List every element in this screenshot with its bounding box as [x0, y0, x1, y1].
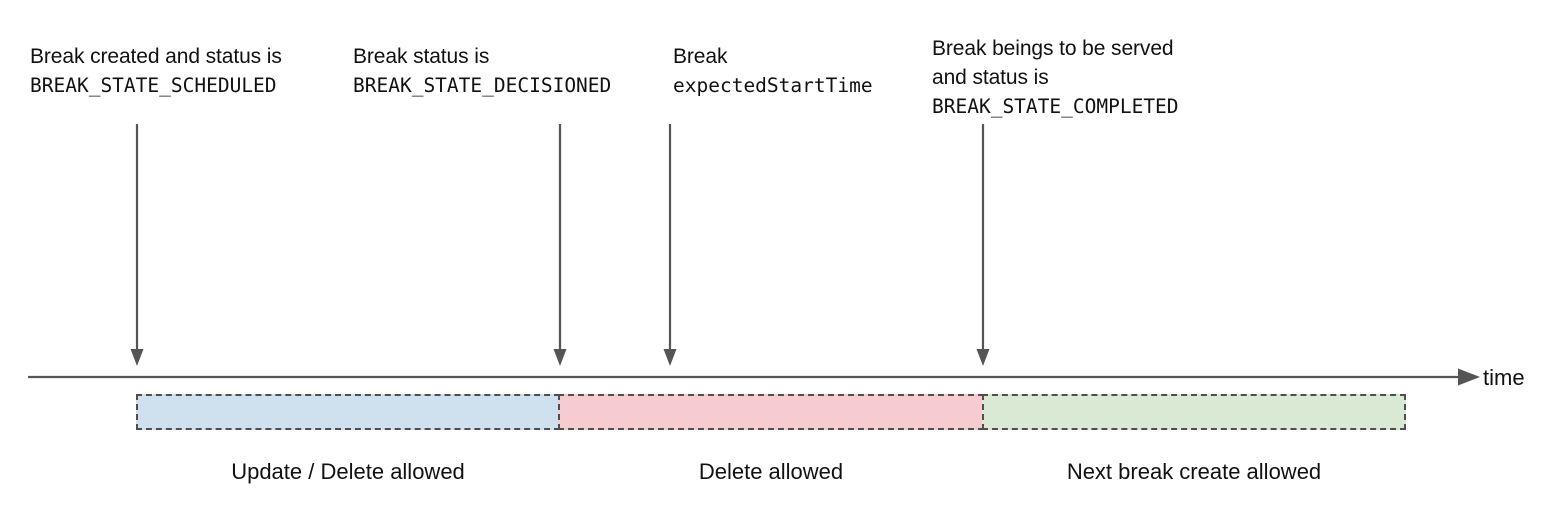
phase-caption-update-delete-allowed: Update / Delete allowed: [231, 459, 465, 484]
annotation-break-completed: Break beings to be served and status is …: [932, 34, 1179, 121]
annotation-break-expected-start-time: Break expectedStartTime: [673, 42, 873, 100]
time-axis-label: time: [1483, 365, 1525, 390]
phase-bar-update-delete-allowed: [136, 394, 560, 430]
marker-arrow-down-icon: [129, 124, 145, 368]
annotation-line: Break status is: [353, 45, 490, 68]
annotation-line-code: BREAK_STATE_DECISIONED: [353, 74, 612, 97]
annotation-line: Break: [673, 45, 728, 68]
marker-arrow-down-icon: [975, 124, 991, 368]
marker-arrow-down-icon: [552, 124, 568, 368]
annotation-line-code: BREAK_STATE_COMPLETED: [932, 95, 1179, 118]
phase-caption-delete-allowed: Delete allowed: [698, 459, 844, 484]
phase-caption-next-break-create-allowed: Next break create allowed: [1066, 459, 1322, 484]
annotation-break-created-scheduled: Break created and status is BREAK_STATE_…: [30, 42, 282, 100]
annotation-break-decisioned: Break status is BREAK_STATE_DECISIONED: [353, 42, 611, 100]
annotation-line: and status is: [932, 66, 1049, 89]
annotation-line: Break created and status is: [30, 45, 282, 68]
annotation-line-code: BREAK_STATE_SCHEDULED: [30, 74, 277, 97]
marker-arrow-down-icon: [662, 124, 678, 368]
annotation-line-code: expectedStartTime: [673, 74, 873, 97]
phase-bar-next-break-create-allowed: [982, 394, 1406, 430]
annotation-line: Break beings to be served: [932, 37, 1174, 60]
phase-bar-delete-allowed: [558, 394, 984, 430]
time-axis-arrow-icon: [28, 366, 1480, 390]
